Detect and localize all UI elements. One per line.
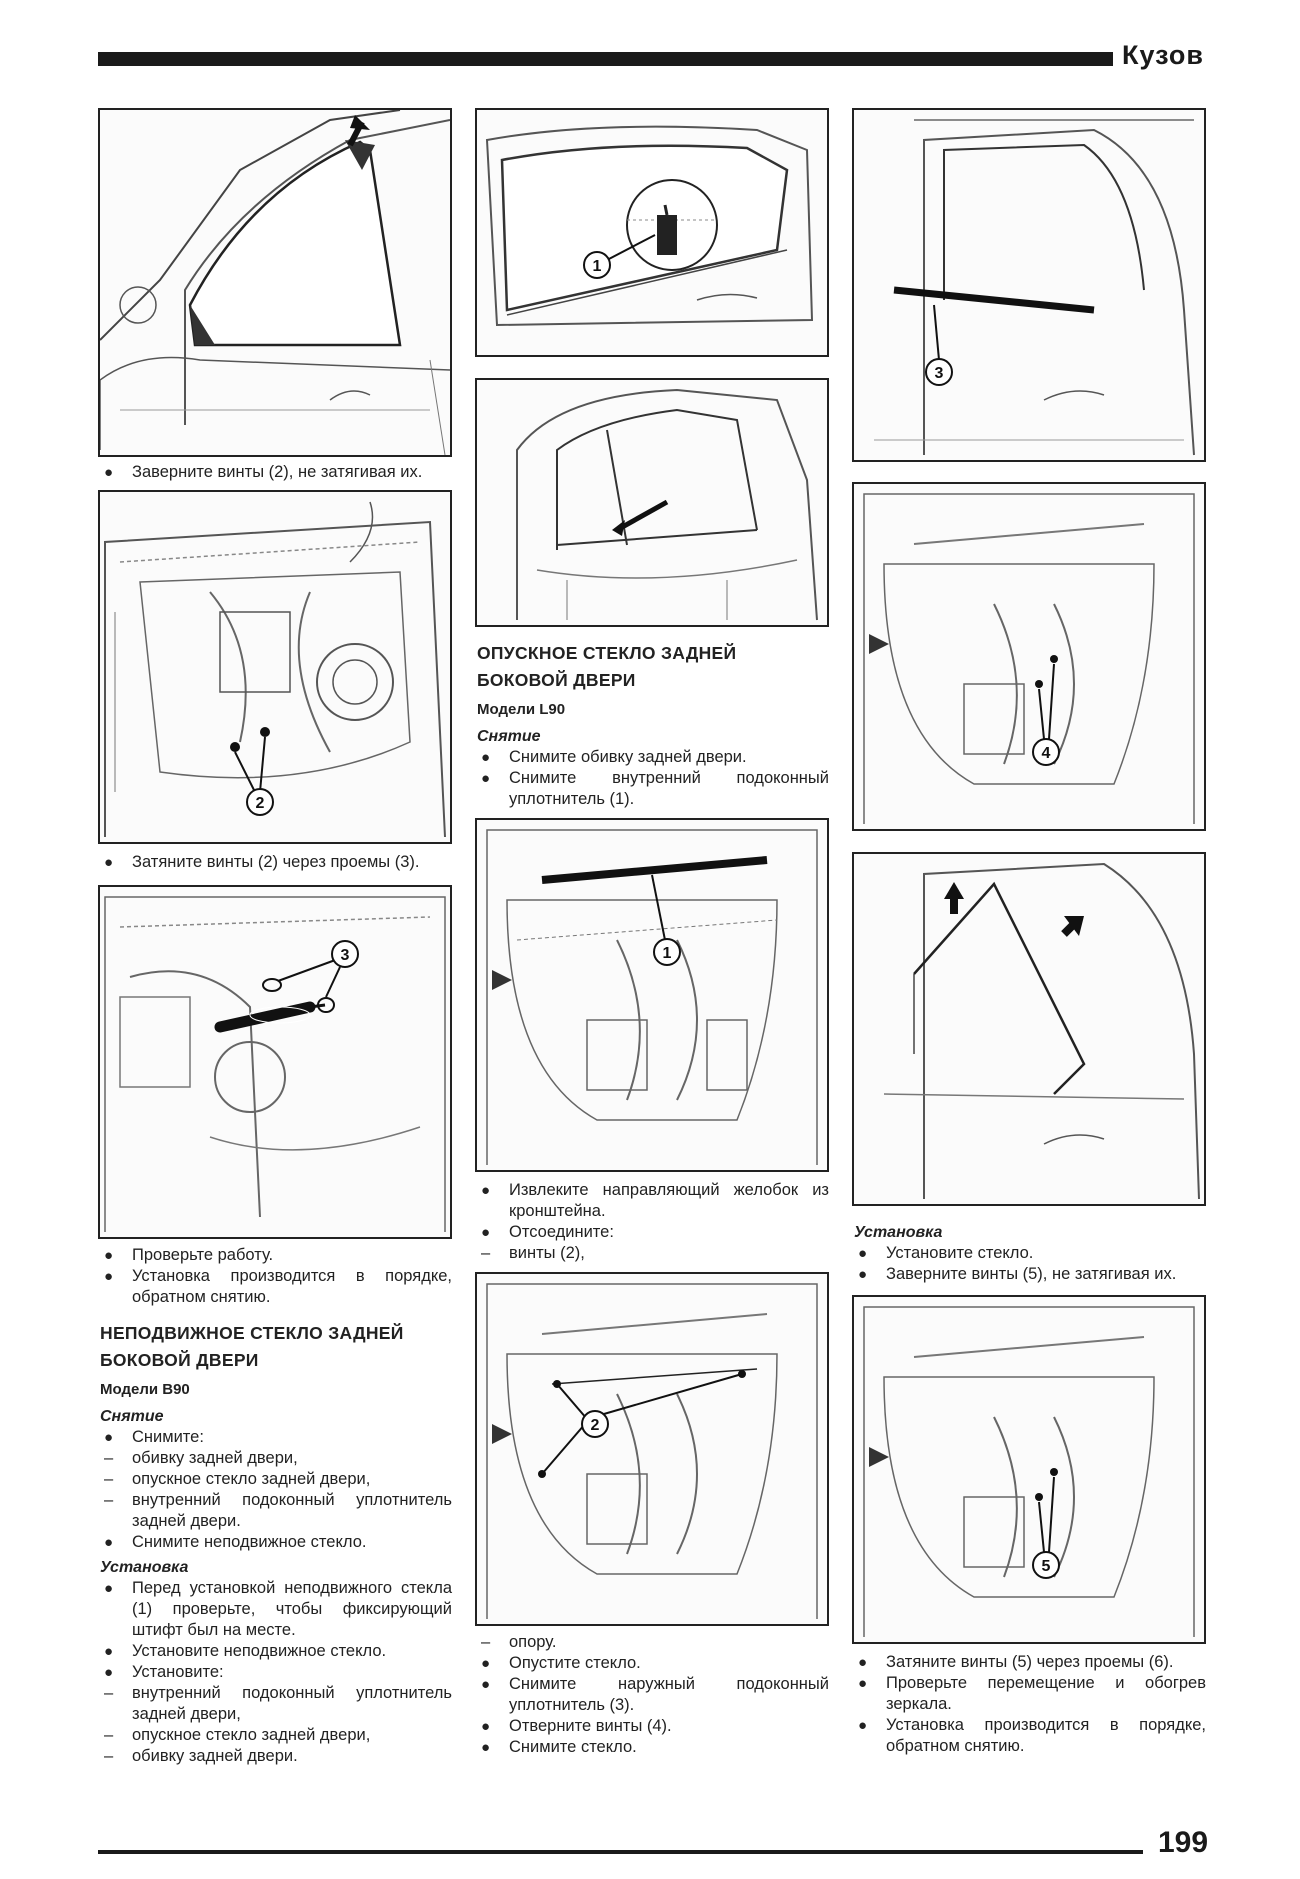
install-heading: Установка <box>854 1224 943 1241</box>
sub-item: опускное стекло задней двери, <box>100 1469 452 1490</box>
instruction-item: Отсоедините: <box>477 1222 829 1243</box>
figure-rear-door-glass-lowered <box>475 378 829 627</box>
figure-rear-door-screws-2: 2 <box>475 1272 829 1626</box>
final-list: Затяните винты (5) через проемы (6).Пров… <box>854 1652 1206 1757</box>
caption-1: Заверните винты (2), не затягивая их. <box>100 462 452 483</box>
figure-rear-door-screws-5: 5 <box>852 1295 1206 1644</box>
col2-mid-text: Извлеките направляющий желобок из кроншт… <box>477 1180 829 1264</box>
instruction-item: Затяните винты (2) через проемы (3). <box>100 852 452 873</box>
col1-text: Проверьте работу. Установка производится… <box>100 1245 452 1767</box>
instruction-item: Установите стекло. <box>854 1243 1206 1264</box>
removal-list: Снимите:обивку задней двери,опускное сте… <box>100 1427 452 1553</box>
section-header-title: Кузов <box>1122 40 1204 70</box>
instruction-item: Отверните винты (4). <box>477 1716 829 1737</box>
sub-item: опускное стекло задней двери, <box>100 1725 452 1746</box>
sub-item: опору. <box>477 1632 829 1653</box>
step-list: Извлеките направляющий желобок из кроншт… <box>477 1180 829 1264</box>
callout-1: 1 <box>663 945 672 962</box>
instruction-item: Затяните винты (5) через проемы (6). <box>854 1652 1206 1673</box>
figure-rear-door-inner-seal: 1 <box>475 818 829 1172</box>
col3-install-text: Установка Установите стекло.Заверните ви… <box>854 1222 1206 1285</box>
section-title-fixed-glass: Неподвижное стекло задней боковой двери <box>100 1323 404 1370</box>
col2-top-text: Опускное стекло задней боковой двери Мод… <box>477 640 829 810</box>
instruction-item: Снимите внутренний подоконный уплотнител… <box>477 768 829 810</box>
instruction-item: Установите неподвижное стекло. <box>100 1641 452 1662</box>
instruction-item: Установка производится в порядке, обратн… <box>100 1266 452 1308</box>
removal-heading: Снятие <box>100 1408 164 1425</box>
step-list: опору.Опустите стекло.Снимите наружный п… <box>477 1632 829 1758</box>
removal-heading: Снятие <box>477 728 541 745</box>
instruction-item: Снимите обивку задней двери. <box>477 747 829 768</box>
instruction-item: Извлеките направляющий желобок из кроншт… <box>477 1180 829 1222</box>
install-heading: Установка <box>100 1559 189 1576</box>
figure-front-door-mechanism: 2 <box>98 490 452 844</box>
instruction-item: Опустите стекло. <box>477 1653 829 1674</box>
col3-final-text: Затяните винты (5) через проемы (6).Пров… <box>854 1652 1206 1757</box>
caption-2: Затяните винты (2) через проемы (3). <box>100 852 452 873</box>
callout-2: 2 <box>256 795 265 812</box>
instruction-item: Перед установкой неподвижного стекла (1)… <box>100 1578 452 1641</box>
instruction-item: Проверьте работу. <box>100 1245 452 1266</box>
page-number: 199 <box>1158 1826 1209 1859</box>
instruction-item: Заверните винты (2), не затягивая их. <box>100 462 452 483</box>
figure-rear-door-glass-install <box>852 852 1206 1206</box>
sub-item: обивку задней двери, <box>100 1448 452 1469</box>
figure-front-door-screwdriver: 3 <box>98 885 452 1239</box>
figure-rear-door-screws-4: 4 <box>852 482 1206 831</box>
instruction-item: Проверьте перемещение и обогрев зеркала. <box>854 1673 1206 1715</box>
callout-3: 3 <box>341 947 350 964</box>
model-label: Модели B90 <box>100 1381 190 1398</box>
header-rule <box>98 52 1113 66</box>
instruction-item: Снимите неподвижное стекло. <box>100 1532 452 1553</box>
instruction-item: Снимите наружный подоконный уплотнитель … <box>477 1674 829 1716</box>
callout-4: 4 <box>1042 745 1051 762</box>
instruction-item: Снимите стекло. <box>477 1737 829 1758</box>
instruction-item: Установите: <box>100 1662 452 1683</box>
removal-list: Снимите обивку задней двери.Снимите внут… <box>477 747 829 810</box>
model-label: Модели L90 <box>477 701 566 718</box>
figure-front-door-glass <box>98 108 452 457</box>
callout-3: 3 <box>935 365 944 382</box>
instruction-item: Снимите: <box>100 1427 452 1448</box>
sub-item: винты (2), <box>477 1243 829 1264</box>
figure-rear-door-outer-seal: 3 <box>852 108 1206 462</box>
figure-rear-door-seal-detail: 1 <box>475 108 829 357</box>
footer-rule <box>98 1850 1143 1854</box>
sub-item: внутренний подоконный уплотнитель задней… <box>100 1490 452 1532</box>
callout-1: 1 <box>593 258 602 275</box>
instruction-item: Заверните винты (5), не затягивая их. <box>854 1264 1206 1285</box>
install-list: Перед установкой неподвижного стекла (1)… <box>100 1578 452 1767</box>
col2-bottom-text: опору.Опустите стекло.Снимите наружный п… <box>477 1632 829 1758</box>
sub-item: внутренний подоконный уплотнитель задней… <box>100 1683 452 1725</box>
sub-item: обивку задней двери. <box>100 1746 452 1767</box>
section-title-drop-glass: Опускное стекло задней боковой двери <box>477 643 737 690</box>
callout-2: 2 <box>591 1417 600 1434</box>
callout-5: 5 <box>1042 1558 1051 1575</box>
instruction-item: Установка производится в порядке, обратн… <box>854 1715 1206 1757</box>
install-list: Установите стекло.Заверните винты (5), н… <box>854 1243 1206 1285</box>
